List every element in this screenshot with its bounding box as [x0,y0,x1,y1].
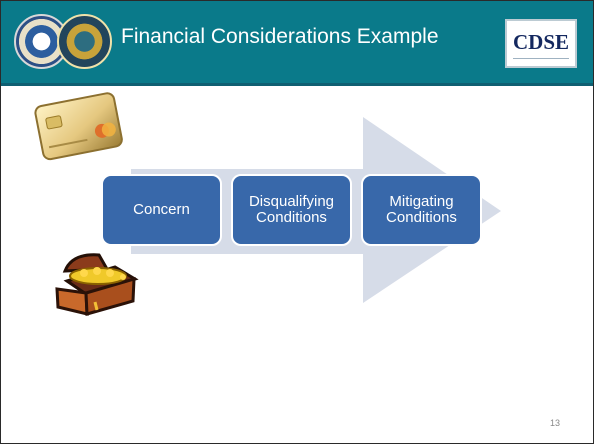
logo-underline [513,58,569,59]
header-bar: Financial Considerations Example CDSE [1,1,593,83]
cdse-logo: CDSE [505,19,577,68]
process-step-concern: Concern [101,174,222,246]
process-step-mitigating-conditions: Mitigating Conditions [361,174,482,246]
cdse-logo-text: CDSE [512,30,570,54]
dcsa-seal-icon [57,14,112,69]
process-step-disqualifying-conditions: Disqualifying Conditions [231,174,352,246]
process-step-label: Mitigating Conditions [386,193,457,226]
header-bottom-line [1,83,593,86]
credit-card-icon [34,92,123,161]
process-step-label: Concern [133,201,190,218]
treasure-chest-icon [55,253,139,316]
slide-title: Financial Considerations Example [121,25,439,48]
process-step-label: Disqualifying Conditions [248,193,335,226]
page-number: 13 [549,418,560,428]
